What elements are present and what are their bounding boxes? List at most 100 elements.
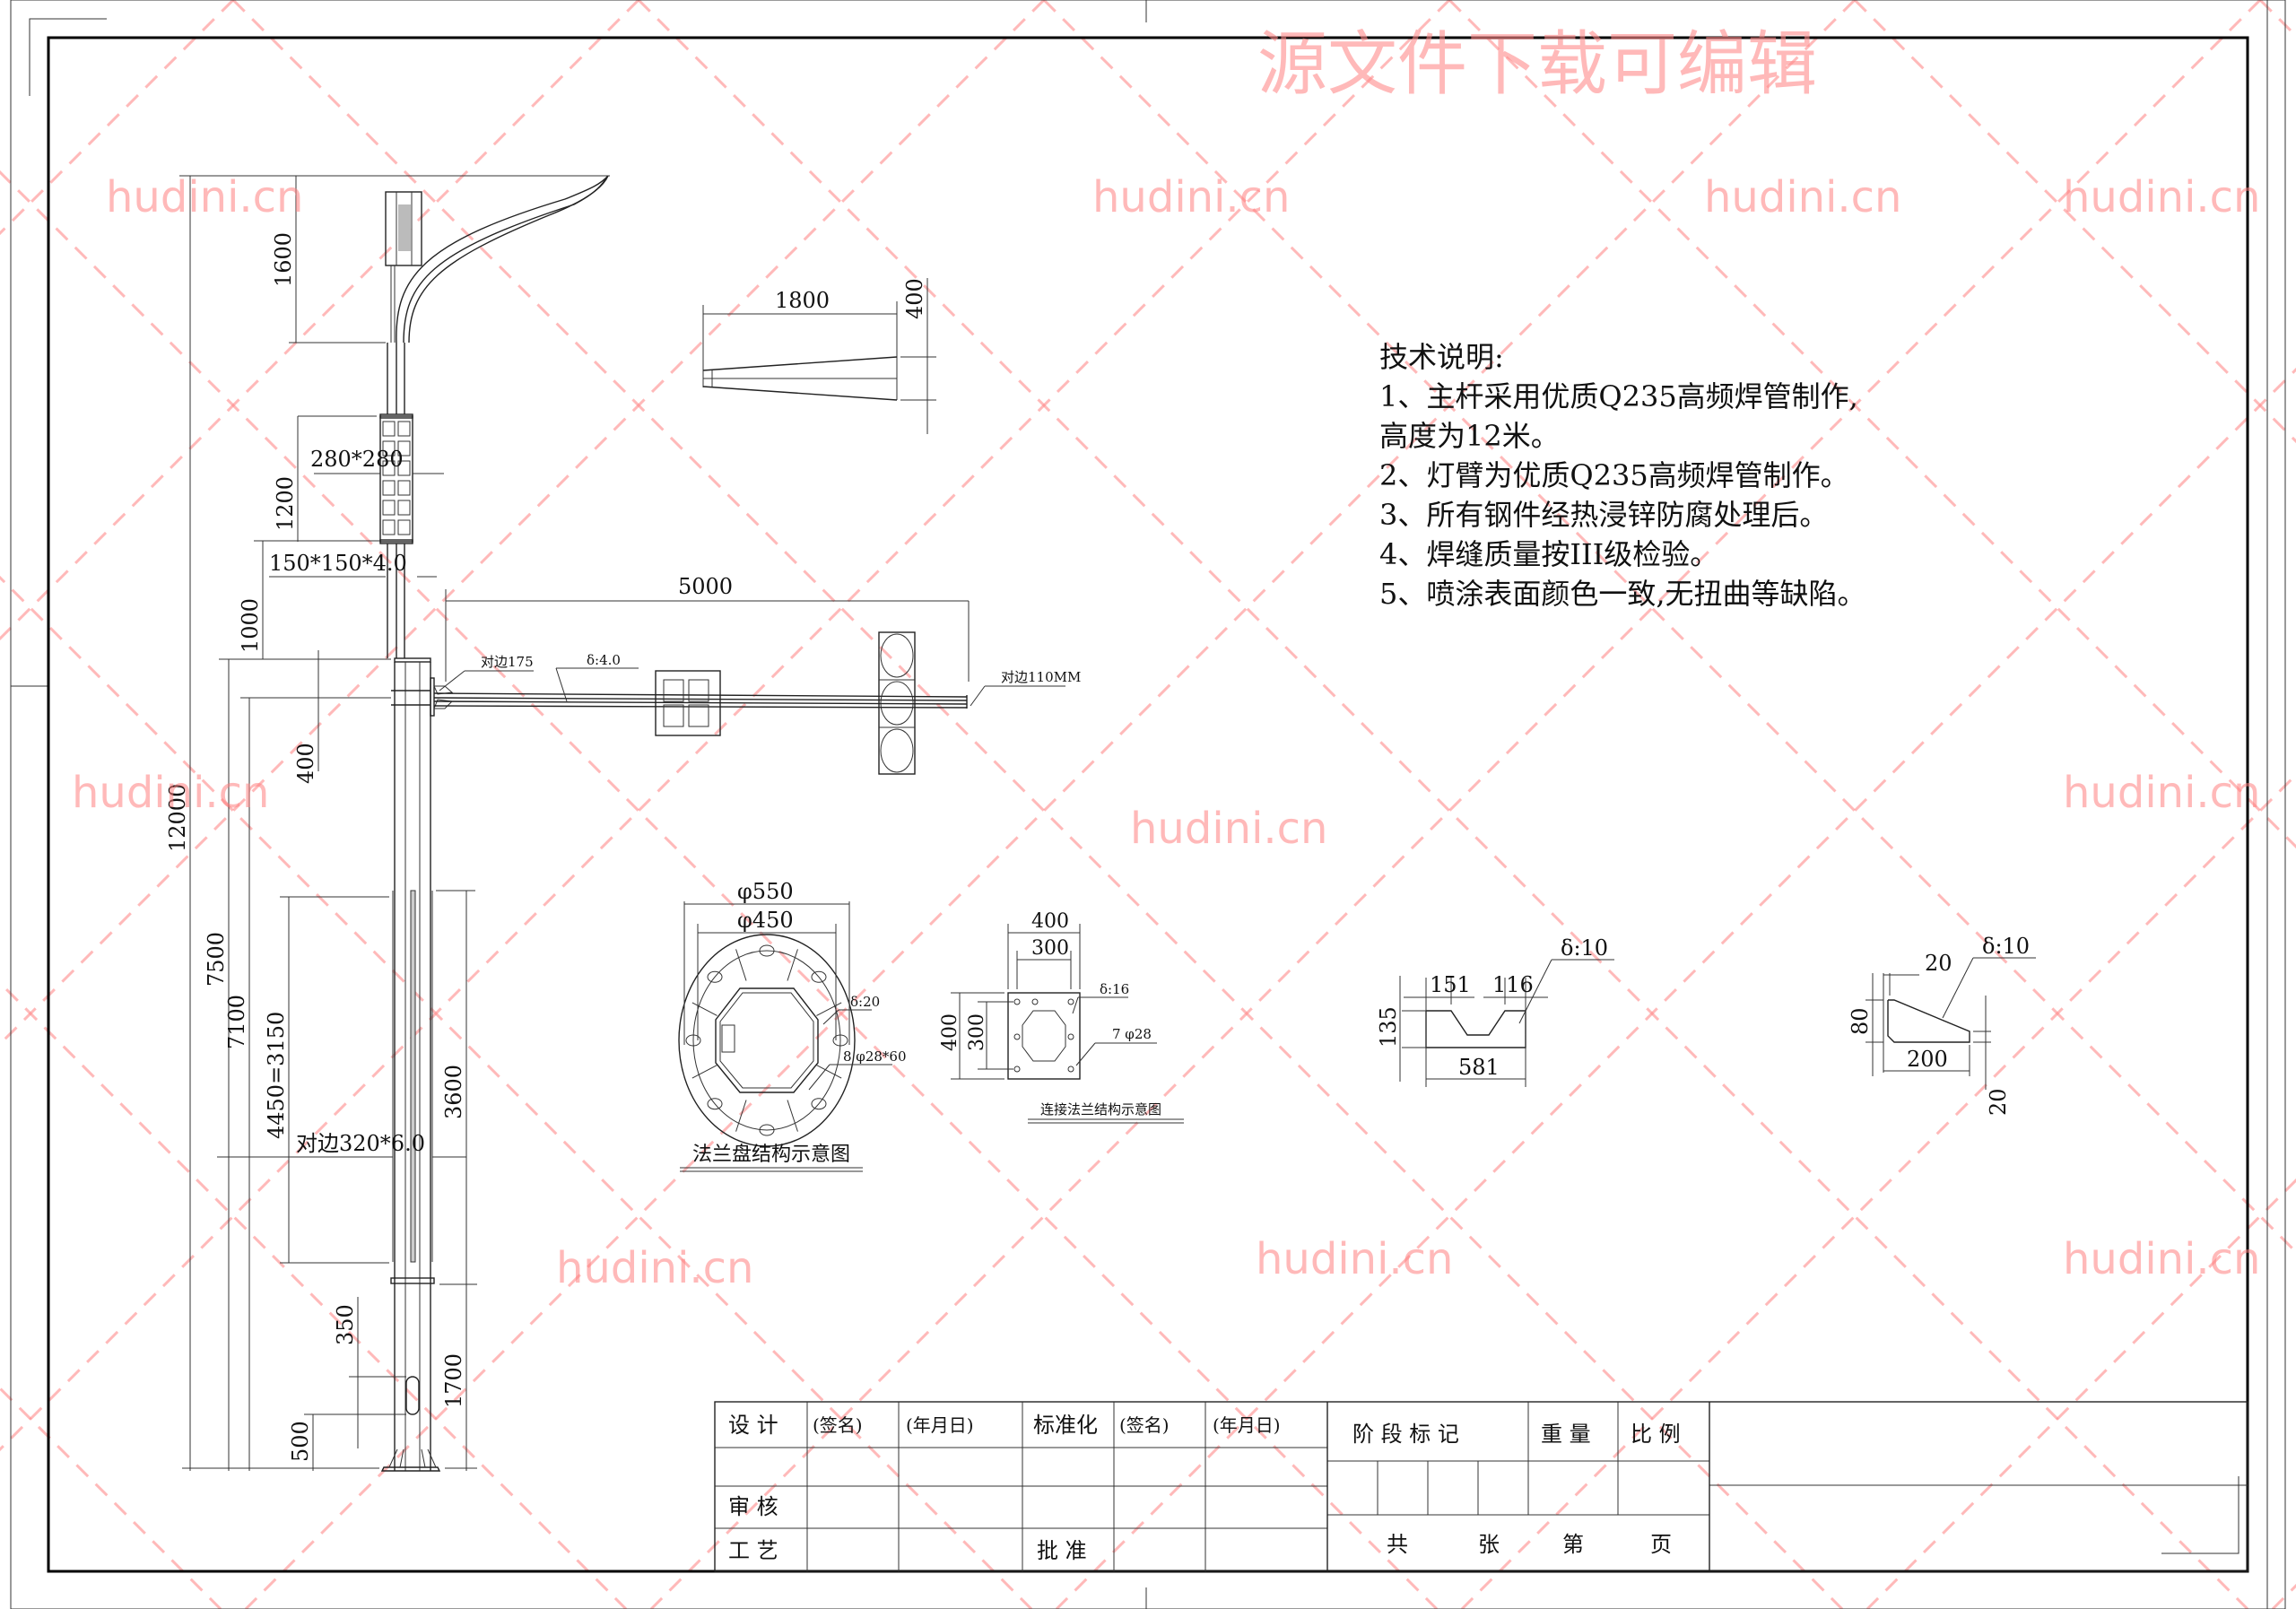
watermark-site-text: hudini.cn — [72, 768, 269, 818]
countdown-digits — [663, 679, 709, 727]
dim-arm-detail-length: 1800 — [775, 288, 830, 313]
stiffener-rib — [816, 1002, 842, 1016]
dim-decor-height: 1200 — [273, 476, 298, 531]
dim-stiffener-b-end: 20 — [1986, 1088, 2011, 1116]
watermark-dash-line — [0, 575, 1033, 1609]
watermark-dash-line — [231, 0, 1844, 1609]
notes-title: 技术说明: — [1379, 340, 1504, 374]
decor-block — [397, 421, 411, 437]
note-item: 3、所有钢件经热浸锌防腐处理后。 — [1379, 498, 1828, 532]
dim-stiffener-a-length: 581 — [1458, 1055, 1500, 1080]
watermark-dash-line — [0, 0, 640, 641]
base-flange-detail: φ550 φ450 δ:20 8 φ28*60 法兰盘结构示意图 — [678, 879, 907, 1172]
dim-arm-detail-height: 400 — [902, 278, 927, 319]
stiffener-rib — [735, 1100, 747, 1132]
watermark-banner: 源文件下载可编辑 — [1257, 24, 1817, 105]
decor-block — [397, 440, 411, 457]
watermarks: 源文件下载可编辑 hudini.cn hudini.cn hudini.cn hudi… — [72, 24, 2260, 1293]
dim-door-height: 350 — [333, 1304, 358, 1345]
stiffener-rib — [787, 1100, 798, 1132]
bolt-hole — [832, 1034, 848, 1047]
watermark-site-text: hudini.cn — [1092, 172, 1290, 222]
decor-block — [382, 440, 396, 457]
watermark-dash-line — [1460, 772, 2296, 1609]
technical-notes: 技术说明: 1、主杆采用优质Q235高频焊管制作, 高度为12米。 2、灯臂为优… — [1379, 340, 1866, 611]
dim-arm-offset: 400 — [293, 743, 318, 784]
watermark-dash-line — [1853, 0, 2296, 444]
note-item: 1、主杆采用优质Q235高频焊管制作, — [1379, 379, 1858, 413]
dim-flange-outer: φ550 — [737, 879, 794, 904]
caption-base-flange: 法兰盘结构示意图 — [692, 1144, 850, 1166]
watermark-site-text: hudini.cn — [2063, 768, 2260, 818]
watermark-site-text: hudini.cn — [2063, 1234, 2260, 1284]
watermark-dash-line — [649, 0, 2262, 1609]
dim-stiffener-a-height: 135 — [1376, 1006, 1401, 1048]
watermark-dash-line — [1055, 367, 2296, 1609]
traffic-signal-head — [878, 631, 916, 775]
tb-nth: 第 — [1562, 1532, 1584, 1557]
bolt-hole — [1031, 998, 1039, 1005]
dim-lower-height: 7100 — [224, 995, 249, 1049]
tb-approve: 批 准 — [1037, 1538, 1087, 1563]
tb-standardize: 标准化 — [1033, 1413, 1098, 1438]
watermark-site-text: hudini.cn — [2063, 172, 2260, 222]
label-arm-thickness: δ:4.0 — [587, 652, 621, 668]
dim-stiffener-a-right: 116 — [1492, 972, 1534, 997]
tb-page: 页 — [1650, 1532, 1672, 1557]
watermark-site-text: hudini.cn — [556, 1243, 753, 1293]
dim-flange-height: 1700 — [441, 1353, 466, 1408]
dim-conn-bolt-spacing-v: 300 — [966, 1013, 988, 1051]
label-stiffener-a-thickness: δ:10 — [1561, 935, 1608, 961]
bolt-hole — [1013, 998, 1021, 1005]
pole-elevation: 12000 1600 1200 280*280 150*150*4.0 1000… — [165, 175, 1081, 1472]
dim-conn-bolt-spacing: 300 — [1031, 937, 1069, 960]
watermark-dash-line — [1448, 0, 2296, 849]
dim-door-range: 4450=3150 — [264, 1012, 289, 1139]
tb-date1: (年月日) — [906, 1414, 974, 1436]
watermark-dash-line — [0, 0, 1451, 1452]
watermark-site-text: hudini.cn — [1130, 804, 1327, 854]
dim-lamp-head: 1600 — [271, 232, 296, 287]
caption-connecting-flange: 连接法兰结构示意图 — [1040, 1101, 1161, 1118]
watermark-dash-line — [2271, 1583, 2296, 1609]
label-conn-holes: 7 φ28 — [1112, 1026, 1152, 1042]
stiffener-rib — [735, 949, 747, 981]
dim-total-height: 12000 — [165, 784, 190, 852]
bolt-hole — [685, 1034, 701, 1047]
tb-scale: 比 例 — [1631, 1422, 1681, 1447]
dim-door-offset: 500 — [288, 1421, 313, 1462]
watermark-site-text: hudini.cn — [1256, 1234, 1453, 1284]
note-item: 高度为12米。 — [1379, 419, 1560, 453]
dim-stiffener-b-length: 200 — [1907, 1047, 1948, 1072]
dim-conn-outer-height: 400 — [939, 1013, 961, 1051]
tb-sheets: 张 — [1478, 1532, 1500, 1557]
note-item: 4、焊缝质量按III级检验。 — [1379, 537, 1718, 571]
decor-block — [382, 480, 396, 496]
dim-upper-tube: 150*150*4.0 — [269, 551, 407, 576]
bolt-hole — [811, 1098, 827, 1110]
tb-date2: (年月日) — [1213, 1414, 1281, 1436]
bolt-hole — [811, 970, 827, 983]
label-flange-thickness: δ:20 — [850, 994, 880, 1010]
stiffener-a-detail: 151 116 135 581 δ:10 — [1376, 935, 1614, 1087]
dim-stiffener-b-top: 20 — [1925, 951, 1952, 976]
watermark-dash-line — [1866, 1178, 2296, 1609]
dim-stiffener-a-left: 151 — [1430, 972, 1471, 997]
watermark-dash-line — [244, 0, 1857, 1609]
tb-total: 共 — [1387, 1532, 1408, 1557]
dim-reinforce: 3600 — [441, 1065, 466, 1119]
connecting-flange-detail: 400 300 400 300 δ:16 7 φ28 连接法兰结构示意图 — [939, 910, 1184, 1124]
label-conn-thickness: δ:16 — [1100, 981, 1129, 997]
bolt-hole — [1067, 998, 1074, 1005]
label-arm-flange: 对边175 — [481, 654, 534, 670]
decor-block — [382, 519, 396, 535]
note-item: 2、灯臂为优质Q235高频焊管制作。 — [1379, 458, 1849, 492]
dim-arm-base: 7500 — [204, 932, 229, 987]
stiffener-rib — [691, 1002, 718, 1016]
bolt-hole — [707, 970, 723, 983]
label-flange-holes: 8 φ28*60 — [843, 1048, 907, 1065]
stiffener-rib — [691, 1065, 718, 1079]
dim-stiffener-b-height: 80 — [1848, 1007, 1873, 1035]
